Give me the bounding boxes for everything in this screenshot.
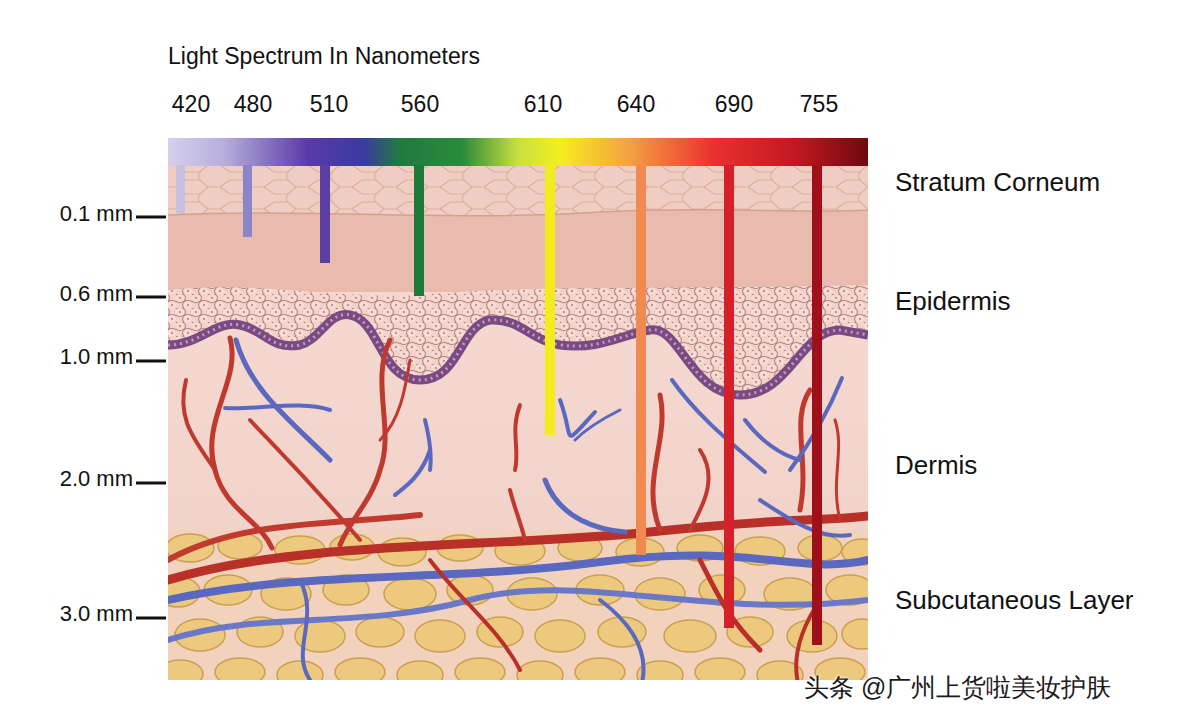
wavelength-label: 610 — [524, 91, 562, 119]
wavelength-label: 755 — [800, 91, 838, 119]
spectrum-bar — [168, 138, 868, 166]
depth-label: 1.0 mm — [60, 344, 133, 370]
layer-name: Dermis — [895, 450, 977, 481]
spectrum-title: Light Spectrum In Nanometers — [168, 43, 480, 71]
depth-label: 0.1 mm — [60, 201, 133, 227]
watermark: 头条 @广州上货啦美妆护肤 — [804, 672, 1111, 702]
depth-label: 3.0 mm — [60, 601, 133, 627]
layer-name: Stratum Corneum — [895, 167, 1100, 198]
penetration-bars — [176, 165, 822, 645]
blood-vessels — [168, 338, 868, 680]
layer-name: Subcutaneous Layer — [895, 585, 1134, 616]
wavelength-label: 690 — [715, 91, 753, 119]
wavelength-label: 640 — [617, 91, 655, 119]
skin-layers — [168, 165, 868, 680]
depth-label: 0.6 mm — [60, 281, 133, 307]
wavelength-label: 420 — [172, 91, 210, 119]
wavelength-label: 480 — [234, 91, 272, 119]
depth-label: 2.0 mm — [60, 466, 133, 492]
wavelength-label: 510 — [310, 91, 348, 119]
wavelength-label: 560 — [401, 91, 439, 119]
depth-ticks — [136, 217, 166, 618]
layer-name: Epidermis — [895, 286, 1011, 317]
